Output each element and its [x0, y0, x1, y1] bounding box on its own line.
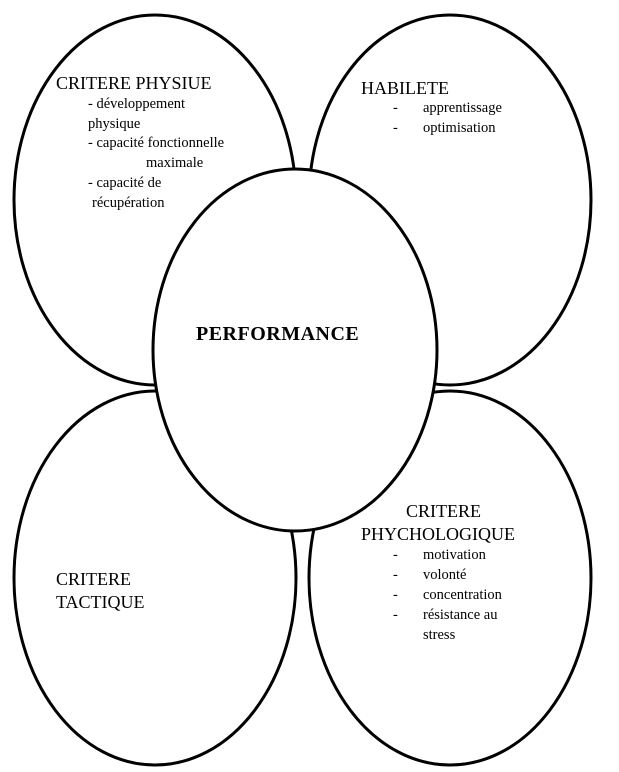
- physique-title: CRITERE PHYSIUE: [56, 73, 212, 93]
- psycho-item-4-text: résistance au: [423, 607, 498, 623]
- physique-item-3-line1: - capacité de: [88, 175, 162, 191]
- psycho-title-line1: CRITERE: [406, 501, 481, 521]
- psycho-title-line2: PHYCHOLOGIQUE: [361, 524, 515, 544]
- psycho-item-4: - résistance au stress: [393, 606, 553, 646]
- physique-item-2-line2: maximale: [146, 154, 204, 171]
- habilete-title: HABILETE: [361, 78, 449, 98]
- psycho-item-1-bullet: -: [393, 547, 398, 563]
- habilete-item-1-text: apprentissage: [423, 100, 502, 116]
- performance-ellipse: [151, 167, 439, 533]
- psycho-item-4-bullet: -: [393, 607, 398, 623]
- psycho-item-1-text: motivation: [423, 547, 486, 563]
- physique-item-1-line1: - développement: [88, 96, 186, 112]
- physique-item-2: - capacité fonctionnelle maximale: [88, 134, 224, 173]
- physique-item-2-line1: - capacité fonctionnelle: [88, 135, 225, 151]
- performance-label: PERFORMANCE: [196, 323, 360, 345]
- psycho-item-3-bullet: -: [393, 587, 398, 603]
- habilete-item-2-bullet: -: [393, 120, 398, 136]
- tactique-title-line1: CRITERE: [56, 569, 131, 589]
- physique-item-1: - développement physique: [88, 95, 185, 134]
- habilete-item-1-bullet: -: [393, 100, 398, 116]
- psycho-item-3: - concentration: [393, 586, 553, 606]
- tactique-title-line2: TACTIQUE: [56, 592, 145, 612]
- psycho-item-3-text: concentration: [423, 587, 502, 603]
- psycho-item-2: - volonté: [393, 566, 553, 586]
- physique-item-3-line2: récupération: [92, 194, 165, 211]
- psycho-item-4-text-line2: stress: [423, 627, 456, 643]
- psycho-item-2-text: volonté: [423, 567, 467, 583]
- psycho-item-2-bullet: -: [393, 567, 398, 583]
- psycho-item-1: - motivation: [393, 546, 553, 566]
- physique-item-1-line2: physique: [88, 115, 141, 132]
- physique-item-3: - capacité de récupération: [88, 174, 164, 213]
- habilete-item-2-text: optimisation: [423, 120, 496, 136]
